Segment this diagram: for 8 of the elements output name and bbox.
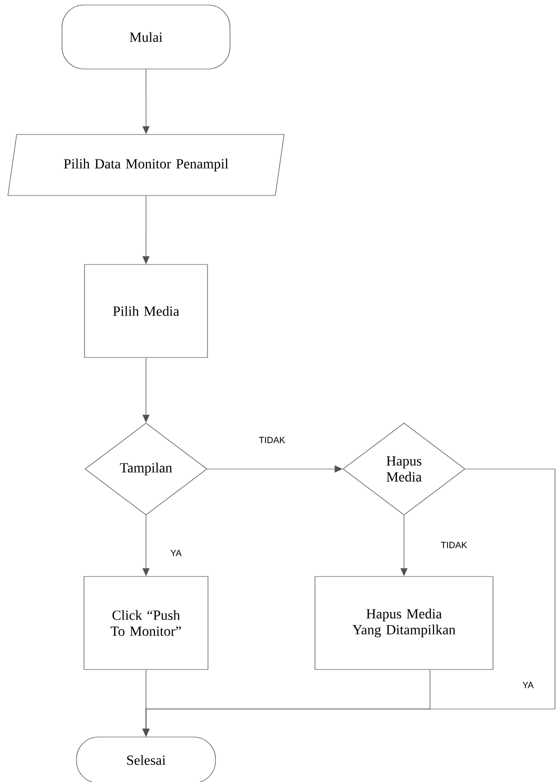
input-parallelogram: Pilih Data Monitor Penampil [8,134,284,196]
process-box: Hapus Media Yang Ditampilkan [314,576,494,670]
edge-label: TIDAK [258,436,286,444]
process-box: Click “Push To Monitor” [84,576,208,670]
edge-label: TIDAK [440,540,468,550]
process-box: Pilih Media [84,264,208,358]
edge-label: YA [521,680,535,690]
edge-label: YA [169,548,183,558]
